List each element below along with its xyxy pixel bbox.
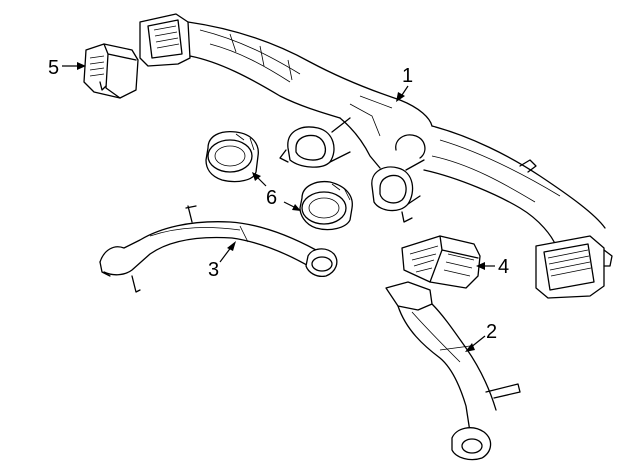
- part-2-vertical-duct: [385, 281, 521, 461]
- part-1-main-duct: [139, 13, 613, 299]
- callout-3: 3: [208, 241, 236, 281]
- callout-1: 1: [396, 65, 413, 102]
- part-4-side-register: [401, 235, 481, 289]
- callout-6: 6: [252, 172, 301, 211]
- callout-label-1: 1: [402, 65, 413, 87]
- callout-label-5: 5: [48, 57, 59, 79]
- callout-label-6: 6: [266, 187, 277, 209]
- callout-label-4: 4: [498, 256, 509, 278]
- callout-label-2: 2: [486, 321, 497, 343]
- part-6-round-vents: [205, 130, 353, 231]
- callout-2: 2: [465, 321, 497, 352]
- callout-label-3: 3: [208, 259, 219, 281]
- callout-5: 5: [48, 57, 86, 79]
- part-5-register-box: [83, 43, 139, 99]
- callout-4: 4: [476, 256, 509, 278]
- part-3-lower-left-duct: [99, 205, 338, 293]
